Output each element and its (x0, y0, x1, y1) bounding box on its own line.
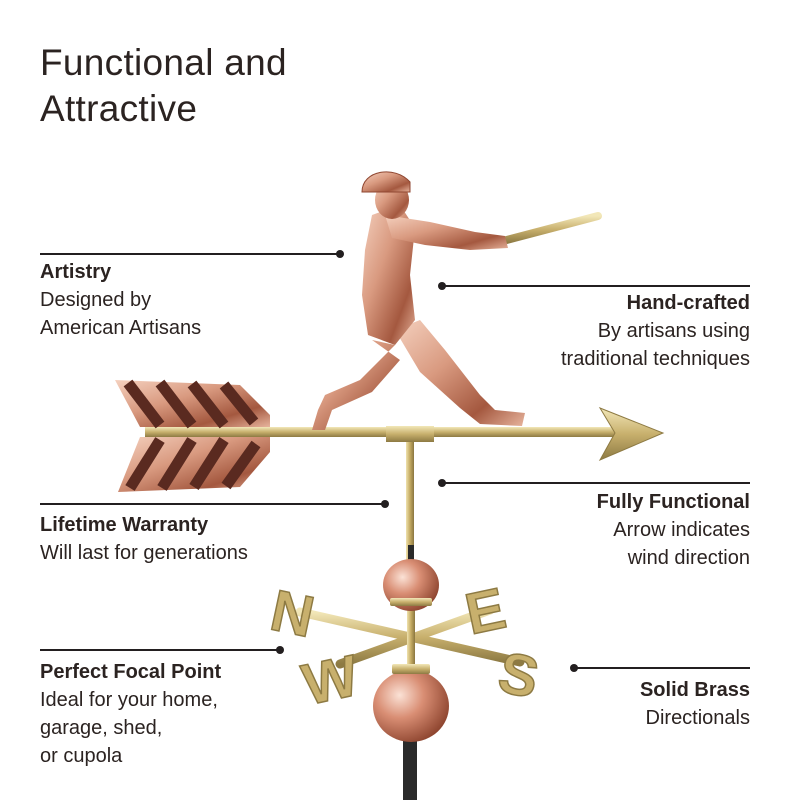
title-line-1: Functional and (40, 42, 287, 83)
focal-point-heading: Perfect Focal Point (40, 661, 222, 683)
functional-line-2: wind direction (627, 547, 750, 569)
vertical-rod (406, 440, 414, 570)
baseball-bat (491, 212, 602, 247)
warranty-callout-dot (381, 500, 389, 508)
handcrafted-callout-dot (438, 282, 446, 290)
arrow (115, 379, 665, 492)
artistry-line-2: American Artisans (40, 317, 202, 339)
focal-point-line-2: garage, shed, (40, 717, 163, 739)
handcrafted-heading: Hand-crafted (626, 292, 750, 314)
artistry-heading: Artistry (40, 261, 112, 283)
handcrafted-line-1: By artisans using (597, 320, 750, 342)
feature-lifetime-warranty: Lifetime Warranty Will last for generati… (40, 511, 248, 567)
brass-callout-dot (570, 664, 578, 672)
functional-callout-line (442, 482, 750, 484)
artistry-callout-dot (336, 250, 344, 258)
functional-line-1: Arrow indicates (613, 519, 750, 541)
page-title: Functional and Attractive (40, 40, 287, 132)
brass-callout-line (574, 667, 750, 669)
warranty-line-1: Will last for generations (40, 542, 248, 564)
feature-artistry: Artistry Designed by American Artisans (40, 258, 201, 342)
baseball-player (312, 171, 602, 430)
feature-solid-brass: Solid Brass Directionals (640, 676, 750, 732)
feature-handcrafted: Hand-crafted By artisans using tradition… (561, 289, 750, 373)
feature-focal-point: Perfect Focal Point Ideal for your home,… (40, 658, 221, 770)
warranty-heading: Lifetime Warranty (40, 514, 209, 536)
focal-point-callout-line (40, 649, 280, 651)
handcrafted-line-2: traditional techniques (560, 348, 750, 370)
north-letter: N (265, 578, 319, 650)
feature-fully-functional: Fully Functional Arrow indicates wind di… (597, 488, 750, 572)
artistry-callout-line (40, 253, 340, 255)
artistry-line-1: Designed by (40, 289, 152, 311)
south-letter: S (493, 639, 544, 711)
title-line-2: Attractive (40, 88, 198, 129)
handcrafted-callout-line (442, 285, 750, 287)
brass-heading: Solid Brass (639, 679, 750, 701)
brass-line-1: Directionals (645, 707, 750, 729)
functional-callout-dot (438, 479, 446, 487)
focal-point-callout-dot (276, 646, 284, 654)
lower-copper-ball (373, 670, 449, 742)
warranty-callout-line (40, 503, 385, 505)
functional-heading: Fully Functional (596, 491, 750, 513)
focal-point-line-3: or cupola (40, 745, 123, 767)
east-letter: E (460, 576, 511, 648)
arrow-fletching (115, 379, 270, 492)
focal-point-line-1: Ideal for your home, (40, 689, 218, 711)
arrow-head (598, 406, 665, 462)
